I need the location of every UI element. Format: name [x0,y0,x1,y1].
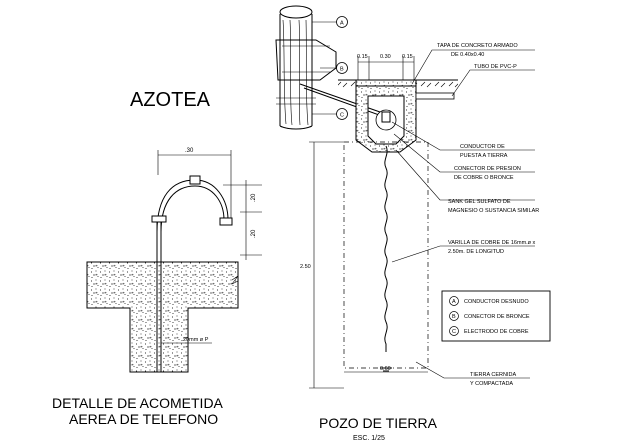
note-leader-soil [415,361,530,379]
break-line [231,275,239,285]
gooseneck-end [219,217,233,226]
gooseneck-cap [189,175,201,185]
dim-right-upper-label: .20 [251,193,257,202]
pipe-label: 20mm ø P [183,337,209,343]
right-detail: A B C 0.15 0.30 0.15 [275,5,551,442]
pole-clamp-lines [282,45,330,73]
pole-wood-grain [282,19,309,126]
gooseneck-coupling [151,215,167,223]
callout-c-circle [336,108,348,120]
note-gel-1: SANK GEL SULFATO DE [448,199,511,205]
pole-top [279,5,313,19]
dim-top-label: .30 [185,148,194,154]
legend-box [441,290,551,342]
note-soil-1: TIERRA CERNIDA [470,372,516,378]
note-leader-connector [393,133,535,173]
legend-b-circle [449,311,459,321]
note-soil-2: Y COMPACTADA [470,381,513,387]
depth-dim-label: 2.50 [300,264,311,270]
note-leader-lid [411,49,535,85]
pole-bottom [279,125,313,130]
top-dim-a: 0.15 [357,54,368,60]
left-title-line1: DETALLE DE ACOMETIDA [52,395,224,411]
note-leader-rod [391,245,535,263]
left-title-line2: AEREA DE TELEFONO [69,411,218,427]
pole-outline [279,14,313,126]
legend-c-key: C [452,329,456,335]
rod-tip [380,367,392,372]
callout-b-circle [336,62,348,74]
note-gel-2: MAGNESIO O SUSTANCIA SIMILAR [448,208,539,214]
note-rod-2: 2.50m. DE LONGITUD [448,249,504,255]
note-leader-gel [395,149,535,201]
connector-clamp [381,111,391,123]
callout-b-text: B [340,67,344,73]
pole-band [276,97,316,105]
note-conductor-2: PUESTA A TIERRA [460,153,508,159]
note-connector-1: CONECTOR DE PRESION [454,166,521,172]
note-lid-2: DE 0.40x0.40 [451,52,484,58]
note-leader-conductor [391,121,535,151]
azotea-label: AZOTEA [130,89,211,111]
pozo-scale: ESC. 1/25 [353,435,385,442]
top-dim-c: 0.15 [402,54,413,60]
note-rod-1: VARILLA DE COBRE DE 16mm.ø x [448,240,536,246]
callout-a-circle [336,16,348,28]
callout-c-text: C [340,113,344,119]
top-dim-b: 0.30 [380,54,391,60]
legend-c-circle [449,326,459,336]
legend-a-key: A [452,299,456,305]
ground-rod [384,145,388,352]
legend-b-key: B [452,314,456,320]
legend-b-text: CONECTOR DE BRONCE [464,314,530,320]
note-connector-2: DE COBRE O BRONCE [454,175,514,181]
pozo-title: POZO DE TIERRA [319,415,438,431]
legend-c-text: ELECTRODO DE COBRE [464,329,529,335]
dim-right-lower-label: .20 [251,229,257,238]
box-lid [355,79,417,87]
note-lid-1: TAPA DE CONCRETO ARMADO [437,43,518,49]
gooseneck-pipe-inner [160,185,225,233]
callout-a-text: A [340,21,344,27]
concrete-slab-section [86,261,239,373]
note-leader-pvc [451,69,535,97]
left-detail: AZOTEA .30 .20 .20 20mm ø P DETALLE DE A… [52,89,262,427]
pvc-tube [415,92,455,100]
legend-a-circle [449,296,459,306]
bottom-dim-label: 0.60 [380,366,391,372]
gooseneck-pipe [156,179,229,233]
note-pvc: TUBO DE PVC-P [474,64,517,70]
legend-a-text: CONDUCTOR DESNUDO [464,299,529,305]
note-conductor-1: CONDUCTOR DE [460,144,505,150]
